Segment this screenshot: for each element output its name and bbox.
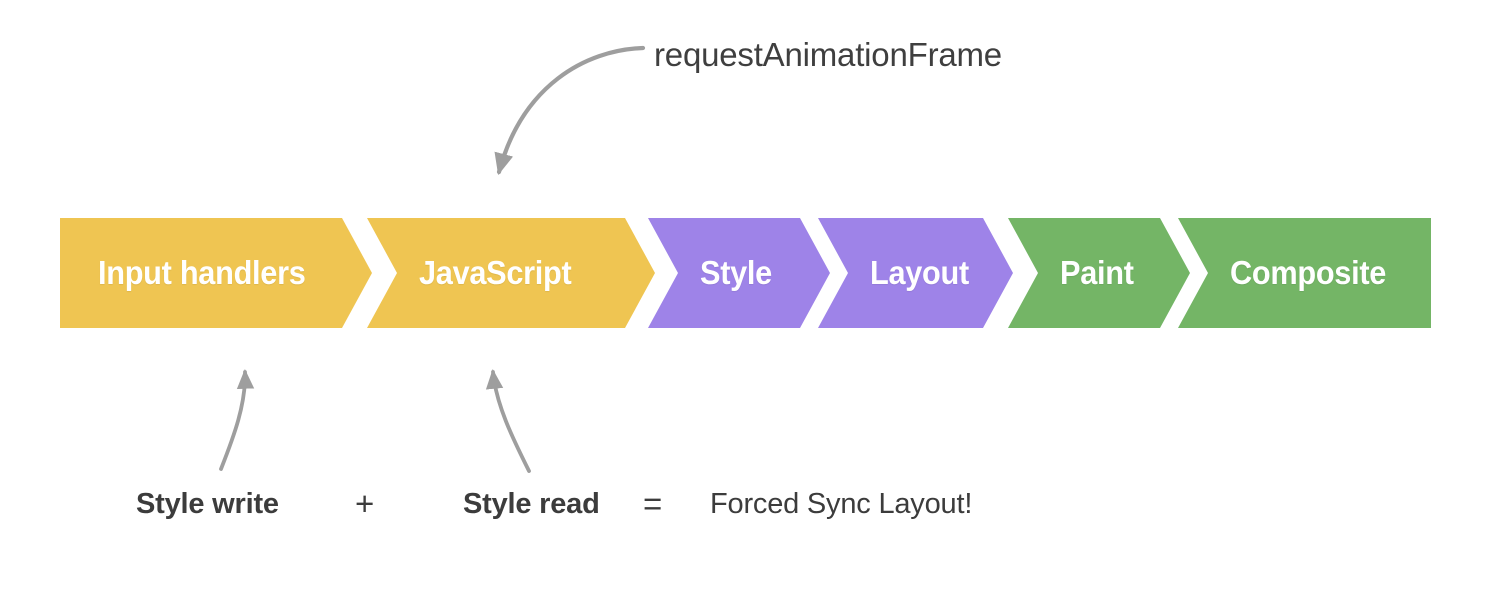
pipeline-stage-input[interactable]: Input handlers: [60, 218, 372, 328]
pipeline-stage-label: Style: [700, 254, 772, 291]
equation-operator-3: =: [643, 485, 663, 522]
style-write-pointer-arrow: [219, 369, 255, 471]
raf-pointer-arrow: [494, 45, 646, 176]
pipeline-stage-label: Layout: [870, 254, 969, 291]
equation-row: Style write + Style read = Forced Sync Layou…: [0, 482, 1496, 526]
style-read-pointer-arrow: [485, 369, 531, 473]
pipeline-stage-composite[interactable]: Composite: [1178, 218, 1431, 328]
pipeline-stage-label: Composite: [1230, 254, 1387, 291]
equation-term-2: Style read: [463, 488, 600, 520]
pipeline-stage-label: JavaScript: [419, 254, 572, 291]
pipeline-stage-script[interactable]: JavaScript: [367, 218, 655, 328]
pipeline-stage-label: Input handlers: [98, 254, 306, 291]
equation-term-0: Style write: [136, 488, 279, 520]
pipeline-stage-style[interactable]: Style: [648, 218, 830, 328]
equation-result-4: Forced Sync Layout!: [710, 488, 973, 520]
pipeline-stage-layout[interactable]: Layout: [818, 218, 1013, 328]
pipeline-stage-label: Paint: [1060, 254, 1134, 291]
pipeline-stage-paint[interactable]: Paint: [1008, 218, 1190, 328]
equation-operator-1: +: [355, 485, 375, 522]
rendering-pipeline: Input handlers JavaScript Style Layout Paint…: [60, 218, 1431, 328]
request-animation-frame-label: requestAnimationFrame: [654, 36, 1002, 73]
